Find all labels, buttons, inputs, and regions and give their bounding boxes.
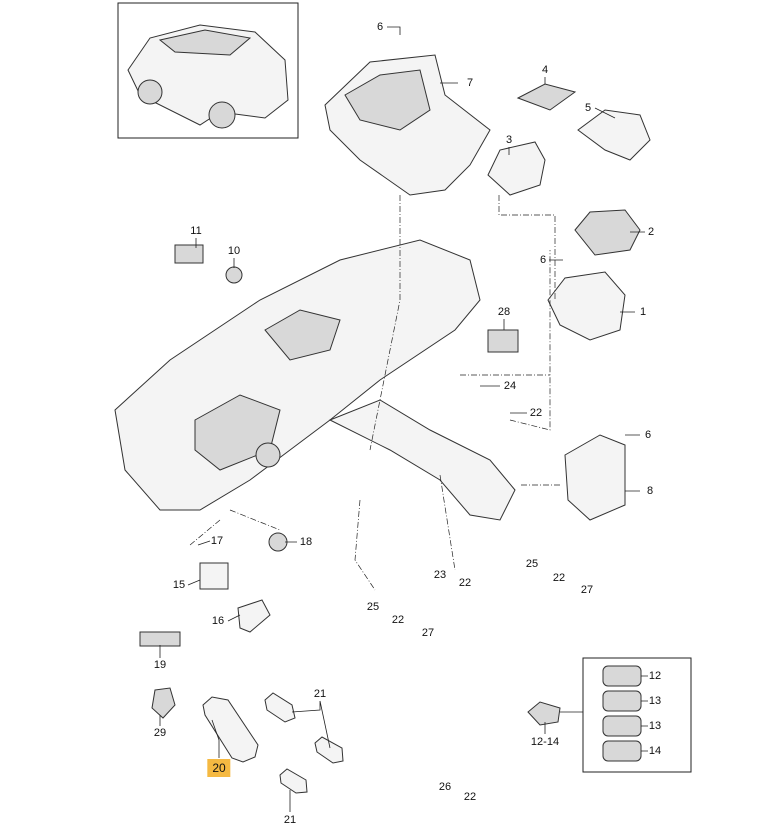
callout-20-highlighted[interactable]: 20 xyxy=(207,759,231,777)
callout-19[interactable]: 19 xyxy=(153,659,167,671)
callout-14[interactable]: 14 xyxy=(648,745,662,757)
callout-13[interactable]: 13 xyxy=(648,695,662,707)
callout-11[interactable]: 11 xyxy=(190,225,202,237)
callout-16[interactable]: 16 xyxy=(211,615,225,627)
callout-22[interactable]: 22 xyxy=(458,577,472,589)
callout-23[interactable]: 23 xyxy=(433,569,447,581)
callout-18[interactable]: 18 xyxy=(299,536,313,548)
callout-4[interactable]: 4 xyxy=(541,64,549,76)
callout-22[interactable]: 22 xyxy=(463,791,477,803)
vehicle-thumbnail xyxy=(117,2,299,139)
callout-7[interactable]: 7 xyxy=(466,77,474,89)
callout-29[interactable]: 29 xyxy=(153,727,167,739)
callout-5[interactable]: 5 xyxy=(584,102,592,114)
callout-12-14[interactable]: 12-14 xyxy=(530,736,560,748)
callout-1[interactable]: 1 xyxy=(639,306,647,318)
callout-21[interactable]: 21 xyxy=(313,688,327,700)
callout-6[interactable]: 6 xyxy=(644,429,652,441)
callout-13[interactable]: 13 xyxy=(648,720,662,732)
part-20-switch-shape xyxy=(202,696,259,763)
callout-22[interactable]: 22 xyxy=(552,572,566,584)
callout-26[interactable]: 26 xyxy=(438,781,452,793)
callout-25[interactable]: 25 xyxy=(366,601,380,613)
callout-6[interactable]: 6 xyxy=(376,21,384,33)
callout-25[interactable]: 25 xyxy=(525,558,539,570)
callout-24[interactable]: 24 xyxy=(503,380,517,392)
callout-22[interactable]: 22 xyxy=(391,614,405,626)
callout-22[interactable]: 22 xyxy=(529,407,543,419)
callout-21[interactable]: 21 xyxy=(283,814,297,826)
callout-28[interactable]: 28 xyxy=(497,306,511,318)
callout-2[interactable]: 2 xyxy=(647,226,655,238)
callout-17[interactable]: 17 xyxy=(210,535,224,547)
callout-6[interactable]: 6 xyxy=(539,254,547,266)
callout-12[interactable]: 12 xyxy=(648,670,662,682)
callout-27[interactable]: 27 xyxy=(421,627,435,639)
callout-15[interactable]: 15 xyxy=(172,579,186,591)
callout-8[interactable]: 8 xyxy=(646,485,654,497)
callout-3[interactable]: 3 xyxy=(505,134,513,146)
callout-27[interactable]: 27 xyxy=(580,584,594,596)
callout-10[interactable]: 10 xyxy=(227,245,241,257)
